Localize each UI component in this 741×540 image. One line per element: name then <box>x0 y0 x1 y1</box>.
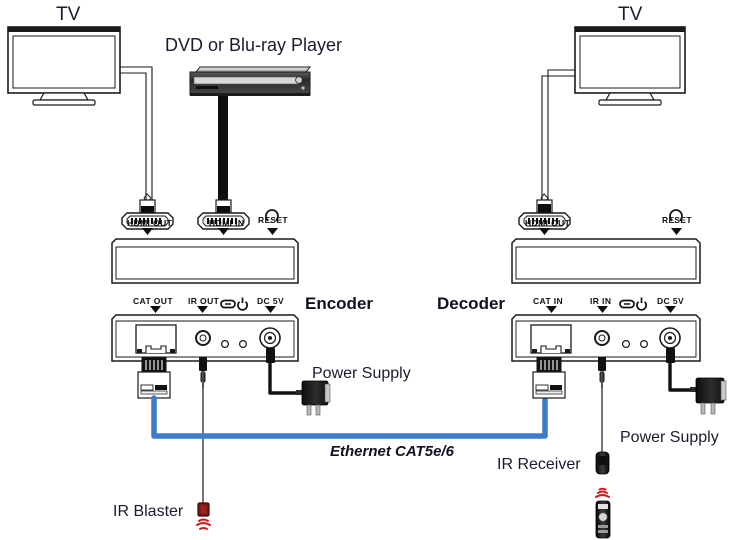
port-label-reset-encoder: RESET <box>258 215 288 225</box>
port-label-ir-in: IR IN <box>590 296 612 306</box>
power-icon-decoder <box>636 297 647 311</box>
ir-out-plug-encoder <box>199 357 207 504</box>
label-dvd-player: DVD or Blu-ray Player <box>165 35 343 55</box>
reset-marker-encoder <box>265 209 279 235</box>
encoder-top-body <box>111 238 299 284</box>
label-encoder: Encoder <box>305 294 374 313</box>
label-ir-receiver: IR Receiver <box>497 456 581 473</box>
arrow-cat-out <box>150 306 161 313</box>
ir-in-plug-decoder <box>598 357 606 452</box>
ir-out-jack-encoder <box>195 330 211 346</box>
port-label-hdmi-out-decoder: HDMI OUT <box>525 218 571 228</box>
port-label-hdmi-in-encoder: HDMI IN <box>209 218 245 228</box>
arrow-dc-5v-encoder <box>265 306 276 313</box>
ethernet-cable <box>151 395 548 439</box>
tv-right <box>574 26 686 106</box>
port-label-dc-5v-decoder: DC 5V <box>657 296 685 306</box>
port-label-cat-out: CAT OUT <box>133 296 173 306</box>
rj45-socket-decoder <box>530 324 572 354</box>
power-led-decoder <box>639 340 648 349</box>
rj45-plug-encoder <box>137 357 171 399</box>
power-supply-right <box>690 377 727 415</box>
dc-jack-decoder <box>659 327 681 349</box>
power-icon-encoder <box>237 297 248 311</box>
port-label-ir-out: IR OUT <box>188 296 220 306</box>
label-power-supply-left: Power Supply <box>312 365 411 382</box>
ir-blaster-emitter <box>196 502 211 530</box>
arrow-cat-in <box>546 306 557 313</box>
power-supply-left <box>296 380 331 416</box>
cable-tv-to-decoder <box>541 69 575 200</box>
power-led-encoder <box>239 340 248 349</box>
hdmi-connector-decoder-out <box>518 193 571 235</box>
link-icon-encoder <box>220 299 236 309</box>
dc-cable-decoder <box>666 348 694 392</box>
label-tv-right: TV <box>618 4 643 25</box>
dc-cable-encoder <box>266 348 300 395</box>
decoder-top-body <box>511 238 701 284</box>
port-label-reset-decoder: RESET <box>662 215 692 225</box>
port-label-cat-in: CAT IN <box>533 296 564 306</box>
cable-tv-to-encoder <box>120 66 153 200</box>
dc-jack-encoder <box>259 327 281 349</box>
encoder-bottom-body <box>111 306 299 362</box>
label-ir-blaster: IR Blaster <box>113 503 184 520</box>
port-label-dc-5v-encoder: DC 5V <box>257 296 285 306</box>
label-decoder: Decoder <box>437 294 506 313</box>
ir-in-jack-decoder <box>594 330 610 346</box>
reset-marker-decoder <box>669 209 683 235</box>
link-led-encoder <box>221 340 230 349</box>
tv-left <box>7 26 121 106</box>
dvd-player <box>189 66 312 96</box>
arrow-ir-out <box>197 306 208 313</box>
arrow-ir-in <box>597 306 608 313</box>
label-tv-left: TV <box>56 4 81 25</box>
link-led-decoder <box>621 340 630 349</box>
rj45-plug-decoder <box>532 357 566 399</box>
decoder-bottom-body <box>511 306 701 362</box>
port-label-hdmi-out-encoder: HDMI OUT <box>127 218 173 228</box>
ir-remote-control <box>595 487 611 539</box>
hdmi-connector-encoder-in <box>197 193 250 235</box>
arrow-dc-5v-decoder <box>665 306 676 313</box>
rj45-socket-encoder <box>135 324 177 354</box>
label-ethernet-cable: Ethernet CAT5e/6 <box>330 443 454 460</box>
cable-dvd-to-encoder <box>218 96 228 200</box>
ir-receiver-head <box>595 451 610 475</box>
hdmi-connector-encoder-out <box>121 193 174 235</box>
link-icon-decoder <box>619 299 635 309</box>
label-power-supply-right: Power Supply <box>620 429 719 446</box>
